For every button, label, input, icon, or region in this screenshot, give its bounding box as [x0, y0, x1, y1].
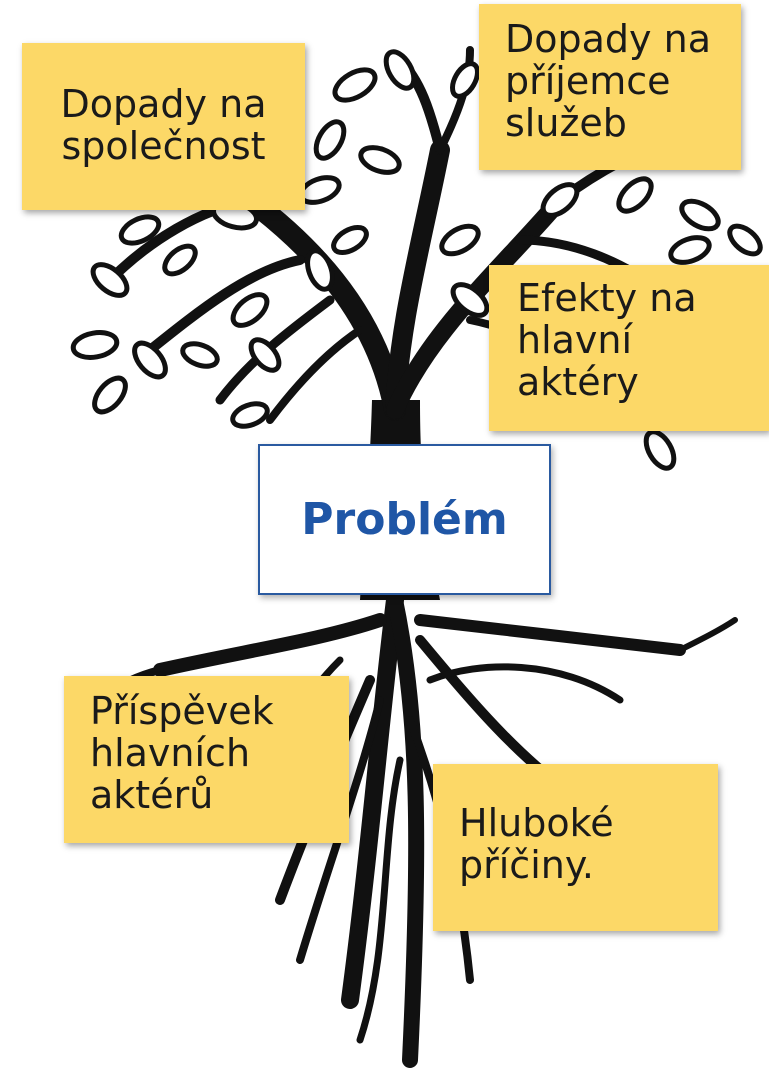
note-root-causes: Hluboké příčiny.: [433, 764, 718, 931]
note-impacts-society: Dopady na společnost: [22, 43, 305, 210]
note-impacts-service-recipients: Dopady na příjemce služeb: [479, 4, 741, 170]
problem-box: Problém: [258, 444, 551, 595]
roots: [76, 591, 738, 1068]
note-contribution-main-actors: Příspěvek hlavních aktérů: [64, 676, 349, 843]
note-effects-main-actors: Efekty na hlavní aktéry: [489, 265, 769, 431]
problem-label: Problém: [301, 494, 508, 545]
